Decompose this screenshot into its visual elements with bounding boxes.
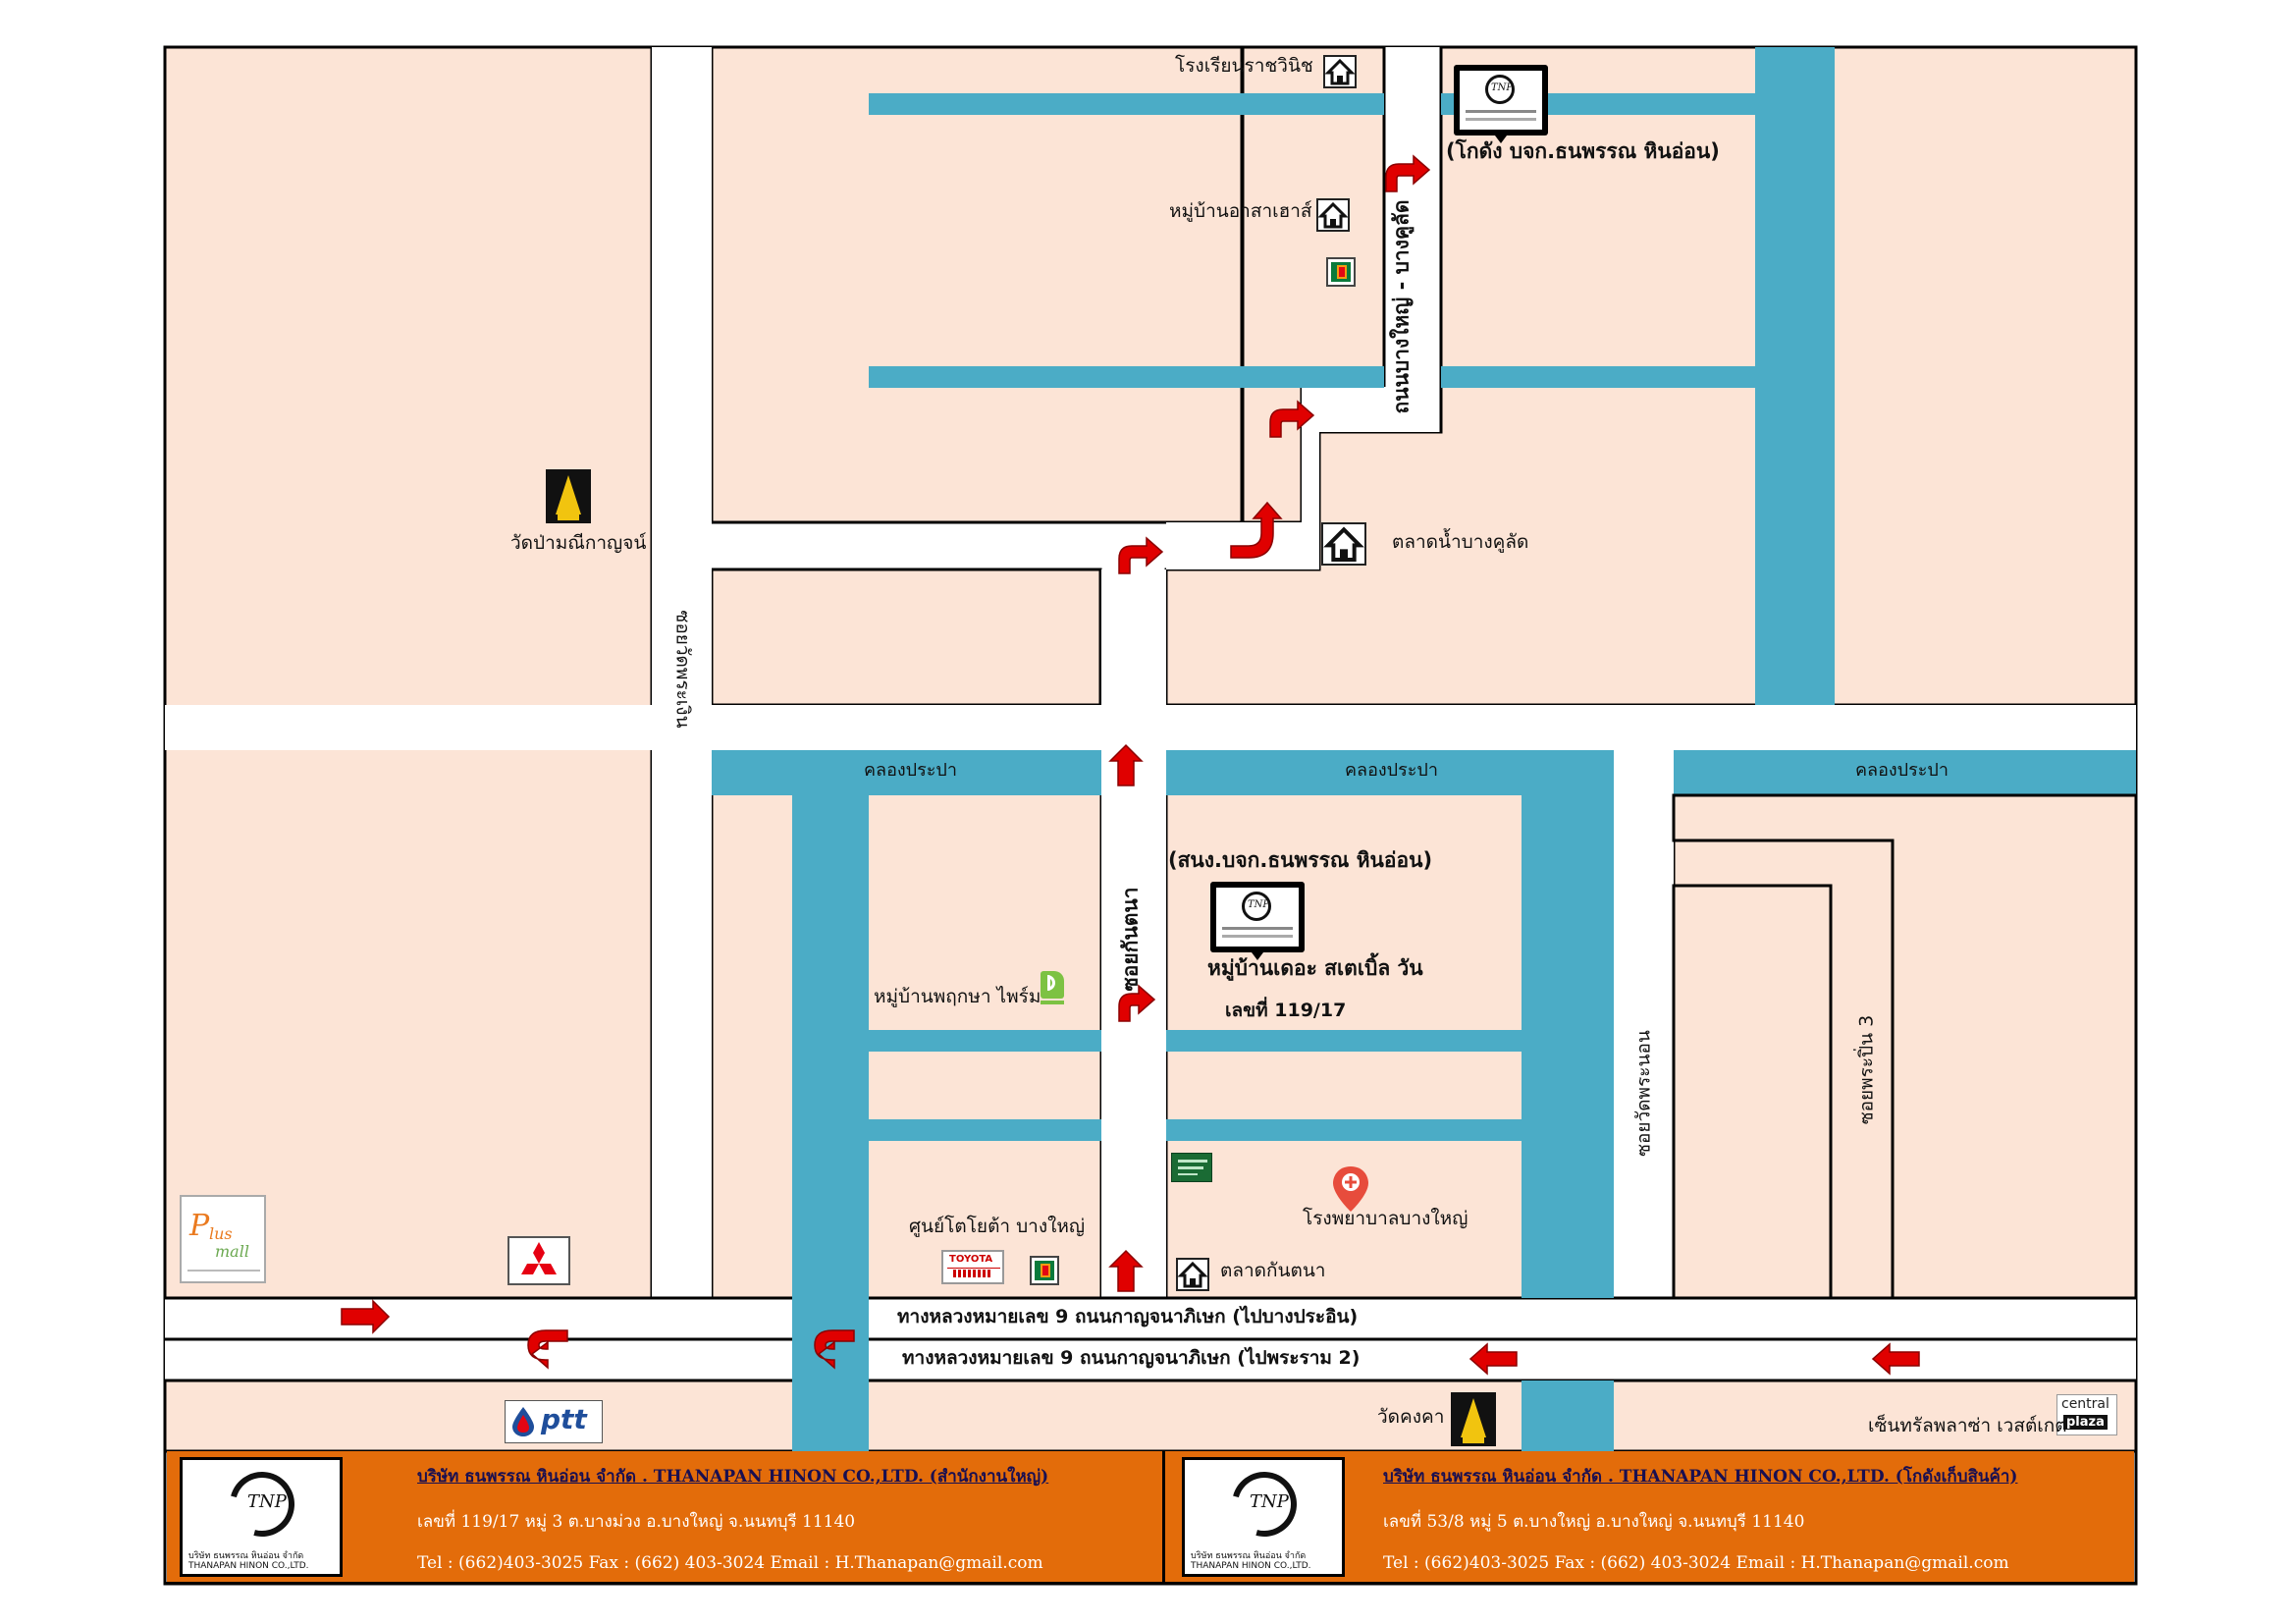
office-pin-icon: TNP [1210, 882, 1305, 960]
label-office-name: (สนง.บจก.ธนพรรณ หินอ่อน) [1168, 848, 1433, 872]
footer-left-title: บริษัท ธนพรรณ หินอ่อน จำกัด . THANAPAN H… [417, 1467, 1049, 1487]
house-icon [1323, 55, 1357, 88]
temple-icon [1451, 1392, 1496, 1446]
tnp-text: TNP [1248, 899, 1270, 910]
plus-mall-logo-icon: P lus mall [180, 1195, 266, 1283]
footer-left-address: เลขที่ 119/17 หมู่ 3 ต.บางม่วง อ.บางใหญ่… [417, 1512, 856, 1532]
label-central-westgate: เซ็นทรัลพลาซ่า เวสต์เกต [1868, 1415, 2067, 1436]
canals [712, 47, 2136, 1451]
label-canal-2: คลองประปา [1345, 760, 1438, 781]
label-soi-kantana: ซอยกันตนา [1118, 887, 1143, 992]
central-text: central [2061, 1396, 2109, 1412]
logo-caption-th: บริษัท ธนพรรณ หินอ่อน จำกัด [188, 1551, 304, 1561]
label-hospital: โรงพยาบาลบางใหญ่ [1303, 1208, 1468, 1229]
ptt-text: ptt [541, 1403, 587, 1435]
ptt-logo-icon: ptt [505, 1400, 603, 1443]
tnp-text: TNP [247, 1491, 287, 1512]
route-arrows [341, 154, 1920, 1376]
label-warehouse: (โกดัง บจก.ธนพรรณ หินอ่อน) [1446, 139, 1720, 163]
label-market-bangkulat: ตลาดน้ำบางคูลัด [1392, 531, 1529, 553]
label-school: โรงเรียนราชวินิช [1175, 55, 1313, 77]
label-highway-out: ทางหลวงหมายเลข 9 ถนนกาญจนาภิเษก (ไปบางปร… [897, 1306, 1359, 1327]
label-village-pruksa: หมู่บ้านพฤกษา ไพร์ม [874, 986, 1041, 1007]
seven-eleven-icon [1030, 1256, 1059, 1285]
central-plaza-logo-icon: central plaza [2056, 1394, 2117, 1435]
logo-caption-en: THANAPAN HINON CO.,LTD. [1191, 1561, 1311, 1571]
label-road-bangyai-bangkulat: ถนนบางใหญ่ - บางคูลัด [1389, 199, 1414, 414]
toyota-text: TOYOTA [949, 1254, 993, 1265]
footer-right-title: บริษัท ธนพรรณ หินอ่อน จำกัด . THANAPAN H… [1383, 1467, 2018, 1487]
label-wat-khongkha: วัดคงคา [1377, 1406, 1445, 1428]
label-office-number: เลขที่ 119/17 [1225, 1000, 1347, 1021]
label-village-asahouse: หมู่บ้านอาสาเฮาส์ [1169, 200, 1312, 222]
footer-left-logo: TNP บริษัท ธนพรรณ หินอ่อน จำกัด THANAPAN… [180, 1457, 343, 1577]
hospital-pin-icon [1333, 1166, 1368, 1212]
footer-left-contact: Tel : (662)403-3025 Fax : (662) 403-3024… [417, 1553, 1043, 1573]
house-icon [1321, 522, 1366, 566]
label-market-kantana: ตลาดกันตนา [1220, 1260, 1326, 1281]
temple-icon [546, 469, 591, 523]
label-soi-wat-pra-ngoen: ซอยวัดพระเงิน [671, 610, 694, 729]
footer-right-logo: TNP บริษัท ธนพรรณ หินอ่อน จำกัด THANAPAN… [1182, 1457, 1345, 1577]
label-temple-mani: วัดป่ามณีกาญจน์ [510, 532, 647, 554]
warehouse-pin-icon: TNP [1454, 65, 1548, 143]
label-canal-1: คลองประปา [864, 760, 957, 781]
logo-caption-en: THANAPAN HINON CO.,LTD. [188, 1561, 309, 1571]
label-canal-3: คลองประปา [1855, 760, 1949, 781]
logo-caption-th: บริษัท ธนพรรณ หินอ่อน จำกัด [1191, 1551, 1307, 1561]
tnp-text: TNP [1250, 1491, 1289, 1512]
seven-eleven-icon [1326, 257, 1356, 287]
lotus-express-icon [1171, 1153, 1212, 1182]
footer-right-address: เลขที่ 53/8 หมู่ 5 ต.บางใหญ่ อ.บางใหญ่ จ… [1383, 1512, 1805, 1532]
label-soi-phra-pin-3: ซอยพระปิ่น 3 [1855, 1014, 1878, 1125]
mitsubishi-logo-icon [507, 1236, 570, 1285]
label-highway-in: ทางหลวงหมายเลข 9 ถนนกาญจนาภิเษก (ไปพระรา… [902, 1347, 1361, 1369]
plaza-text: plaza [2063, 1415, 2108, 1430]
roads [165, 47, 2136, 1380]
tnp-text: TNP [1491, 82, 1514, 93]
pruksa-logo-icon [1041, 971, 1064, 1008]
house-icon [1176, 1258, 1209, 1291]
toyota-logo-icon: TOYOTA [941, 1250, 1004, 1284]
label-office-village: หมู่บ้านเดอะ สเตเบิ้ล วัน [1207, 956, 1423, 980]
label-soi-wat-phra-non: ซอยวัดพระนอน [1632, 1030, 1655, 1157]
footer-right-contact: Tel : (662)403-3025 Fax : (662) 403-3024… [1383, 1553, 2009, 1573]
house-icon [1316, 198, 1350, 232]
label-toyota-center: ศูนย์โตโยต้า บางใหญ่ [909, 1216, 1086, 1237]
